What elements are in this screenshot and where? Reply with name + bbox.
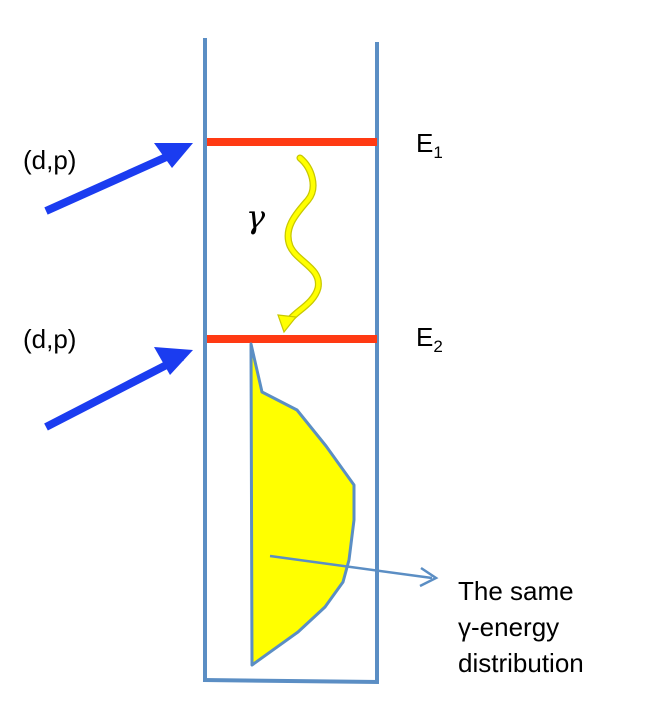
energy-label-e1-symbol: E <box>416 128 434 158</box>
annotation-text: The same γ-energy distribution <box>458 573 584 681</box>
energy-label-e1: E1 <box>416 128 443 163</box>
beam-arrow-top <box>44 143 193 215</box>
energy-label-e2: E2 <box>416 322 443 357</box>
gamma-decay-arrow <box>277 154 322 334</box>
energy-label-e2-symbol: E <box>416 322 434 352</box>
annotation-line-3: distribution <box>458 648 584 678</box>
potential-well <box>202 38 380 684</box>
reaction-label-bottom: (d,p) <box>23 324 77 354</box>
annotation-line-1: The same <box>458 576 574 606</box>
energy-label-e2-subscript: 2 <box>433 337 443 356</box>
well-bottom <box>202 678 380 684</box>
annotation-pointer <box>269 554 439 588</box>
annotation-line-2: γ-energy <box>458 612 560 642</box>
gamma-label: γ <box>246 198 266 236</box>
reaction-label-top: (d,p) <box>23 145 77 175</box>
energy-label-e1-subscript: 1 <box>433 143 443 162</box>
gamma-distribution-shape <box>249 342 356 667</box>
beam-arrow-bottom <box>44 347 193 431</box>
